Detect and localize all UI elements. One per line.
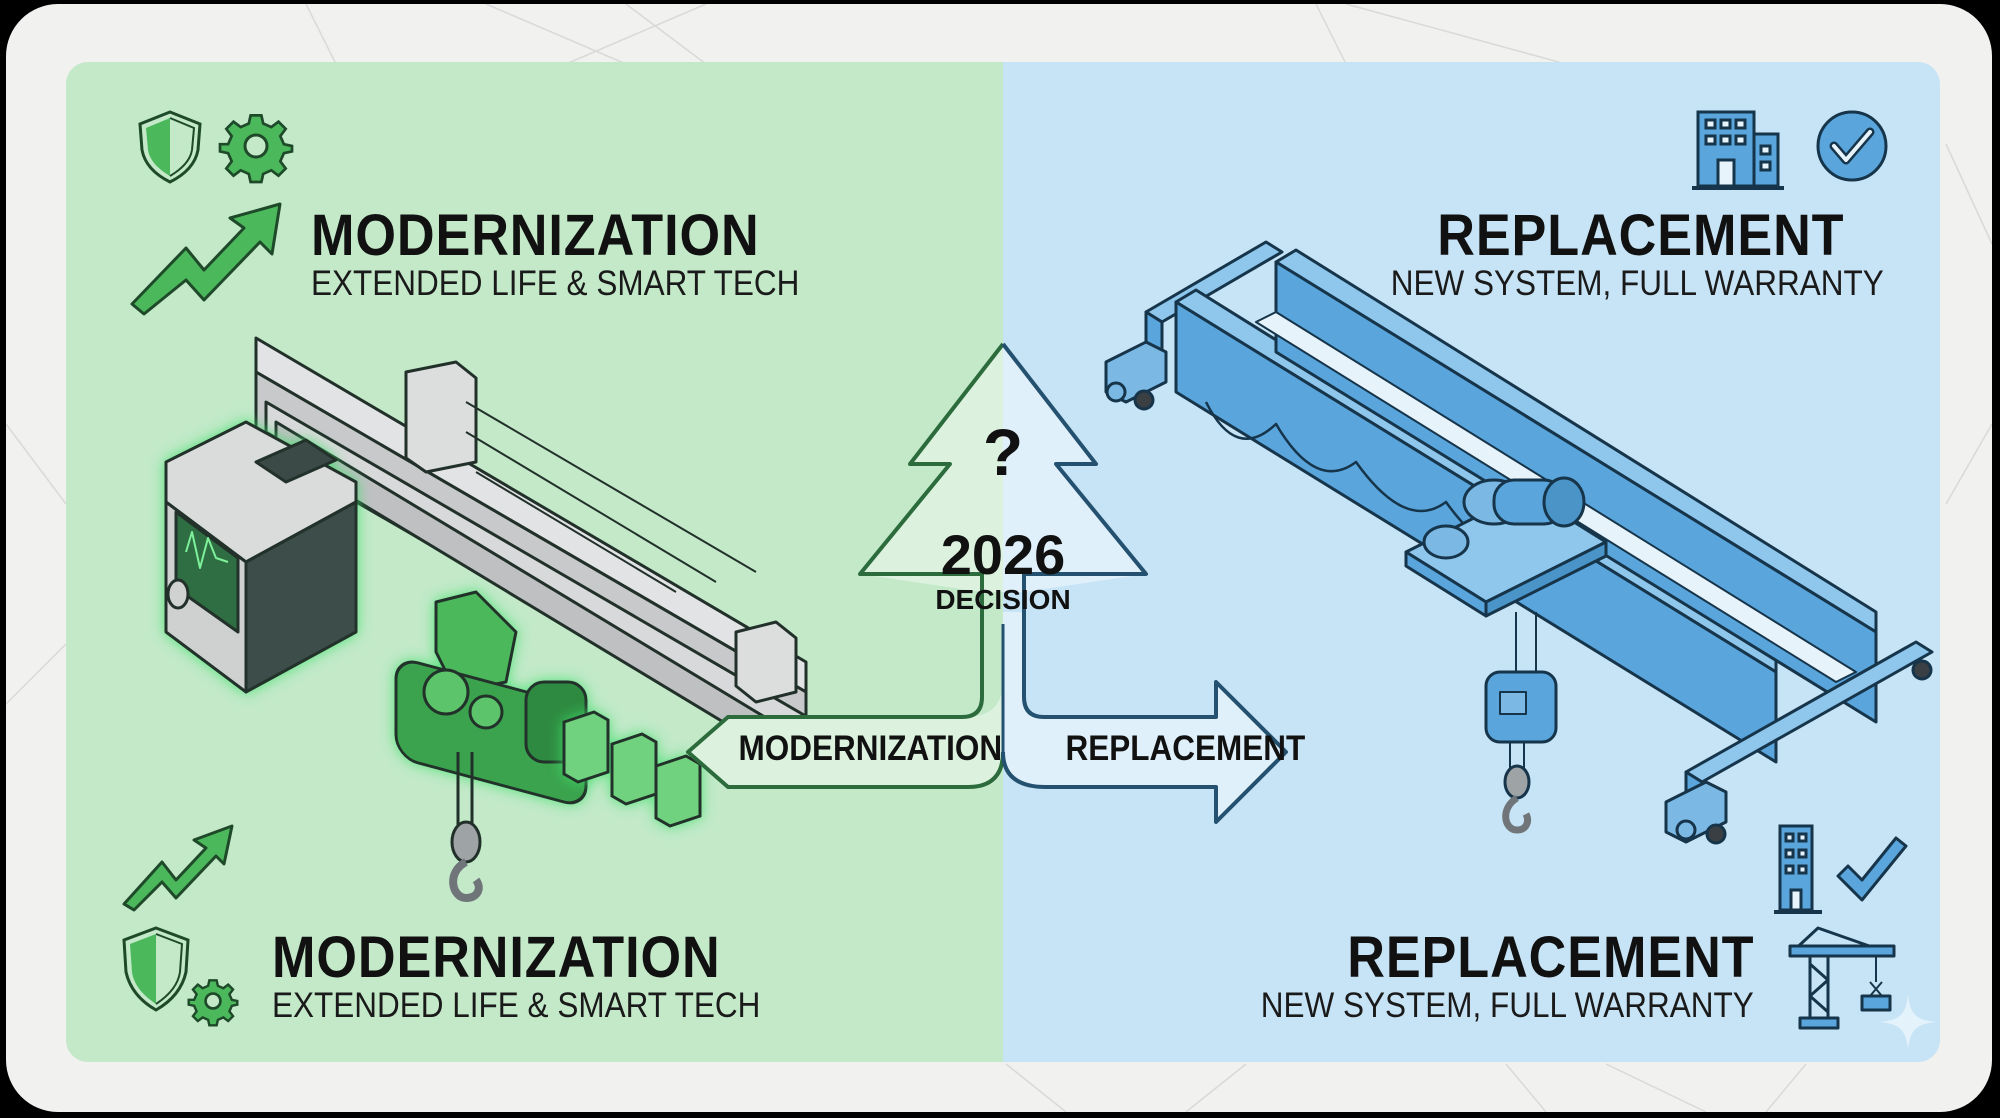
gear-icon bbox=[218, 114, 294, 184]
decision-label: DECISION bbox=[935, 584, 1071, 615]
modernization-title-top: MODERNIZATION bbox=[311, 203, 760, 268]
new-overhead-crane-illustration bbox=[1104, 240, 1934, 845]
gear-icon bbox=[187, 979, 239, 1027]
tower-crane-icon bbox=[1788, 926, 1896, 1030]
replacement-subtitle-bottom: NEW SYSTEM, FULL WARRANTY bbox=[1261, 986, 1754, 1025]
modernization-subtitle-bottom: EXTENDED LIFE & SMART TECH bbox=[272, 986, 761, 1025]
building-icon bbox=[1774, 824, 1822, 914]
modernization-subtitle-top: EXTENDED LIFE & SMART TECH bbox=[311, 264, 800, 303]
decision-question-mark: ? bbox=[982, 415, 1024, 489]
check-circle-icon bbox=[1816, 110, 1888, 182]
checkmark-icon bbox=[1836, 836, 1908, 902]
trend-up-arrow-icon bbox=[122, 824, 234, 912]
modernization-title-bottom: MODERNIZATION bbox=[272, 925, 721, 990]
modernized-crane-illustration bbox=[164, 336, 818, 903]
replacement-title-top: REPLACEMENT bbox=[1436, 203, 1844, 268]
replacement-subtitle-top: NEW SYSTEM, FULL WARRANTY bbox=[1391, 264, 1884, 303]
shield-icon bbox=[122, 926, 190, 1012]
decision-year: 2026 bbox=[940, 523, 1066, 586]
comparison-panel: MODERNIZATION EXTENDED LIFE & SMART TECH bbox=[66, 62, 1940, 1062]
path-label-replacement: REPLACEMENT bbox=[1065, 729, 1306, 768]
building-icon bbox=[1692, 110, 1784, 190]
infographic-frame: MODERNIZATION EXTENDED LIFE & SMART TECH bbox=[6, 4, 1992, 1112]
shield-icon bbox=[138, 110, 202, 184]
trend-up-arrow-icon bbox=[130, 202, 282, 316]
sparkle-icon bbox=[1880, 994, 1936, 1050]
path-label-modernization: MODERNIZATION bbox=[738, 729, 1003, 768]
cabinet-knob bbox=[166, 578, 190, 610]
decision-flow-arrows bbox=[686, 342, 1288, 824]
background-line-pattern bbox=[6, 4, 1992, 1112]
replacement-title-bottom: REPLACEMENT bbox=[1346, 925, 1754, 990]
